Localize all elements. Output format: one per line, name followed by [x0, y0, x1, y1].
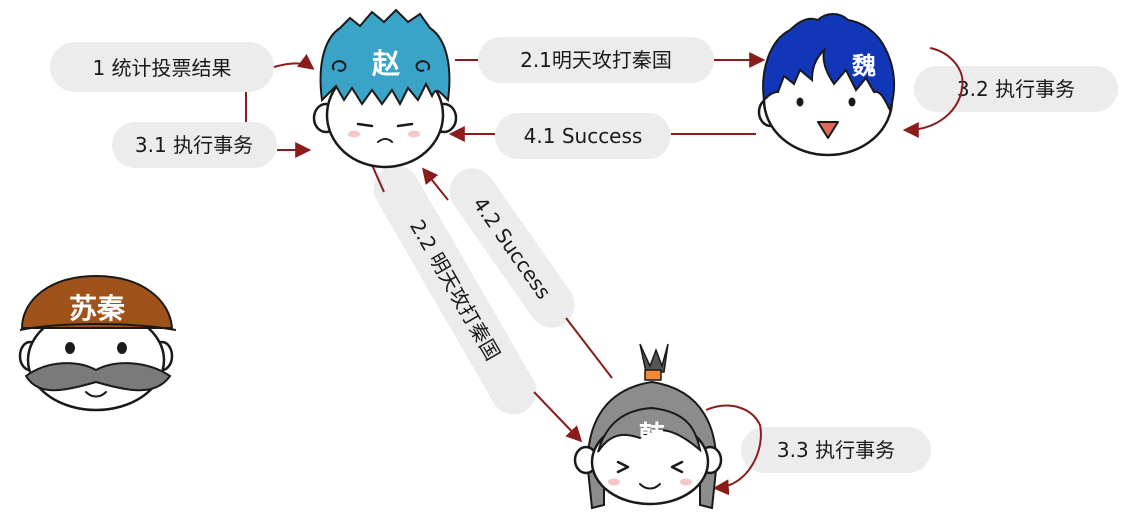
step-3-1-pill: 3.1 执行事务	[112, 122, 277, 168]
step-1-label: 1 统计投票结果	[92, 56, 231, 80]
step-3-2-label: 3.2 执行事务	[957, 77, 1075, 101]
arrow-step-2-2-to-han	[533, 391, 583, 443]
step-3-2-pill: 3.2 执行事务	[914, 66, 1118, 112]
step-3-3-label: 3.3 执行事务	[777, 438, 895, 462]
step-3-3-pill: 3.3 执行事务	[741, 427, 931, 473]
arrow-han-self-loop	[705, 404, 762, 496]
wei-name: 魏	[851, 52, 876, 80]
han-name: 韩	[639, 421, 665, 451]
arrow-wei-self-loop	[902, 47, 964, 138]
arrow-step-4-2-to-zhao	[422, 167, 449, 201]
step-3-1-label: 3.1 执行事务	[135, 133, 253, 157]
step-4-1-pill: 4.1 Success	[495, 113, 671, 159]
step-4-1-label: 4.1 Success	[524, 124, 643, 148]
zhao-character: 赵	[312, 8, 458, 169]
arrow-han-to-step-4-2	[565, 317, 613, 379]
su-qin-name: 苏秦	[69, 292, 126, 325]
zhao-name: 赵	[371, 47, 400, 80]
wei-character: 魏	[757, 13, 896, 157]
su-qin-character: 苏秦	[18, 274, 177, 412]
han-character: 韩	[573, 343, 723, 510]
arrow-zhao-to-step-2-2	[371, 164, 385, 193]
arrow-step-1-to-zhao	[273, 53, 315, 70]
step-2-1-pill: 2.1明天攻打秦国	[478, 37, 714, 83]
step-2-1-label: 2.1明天攻打秦国	[520, 48, 672, 72]
step-1-pill: 1 统计投票结果	[50, 42, 274, 92]
